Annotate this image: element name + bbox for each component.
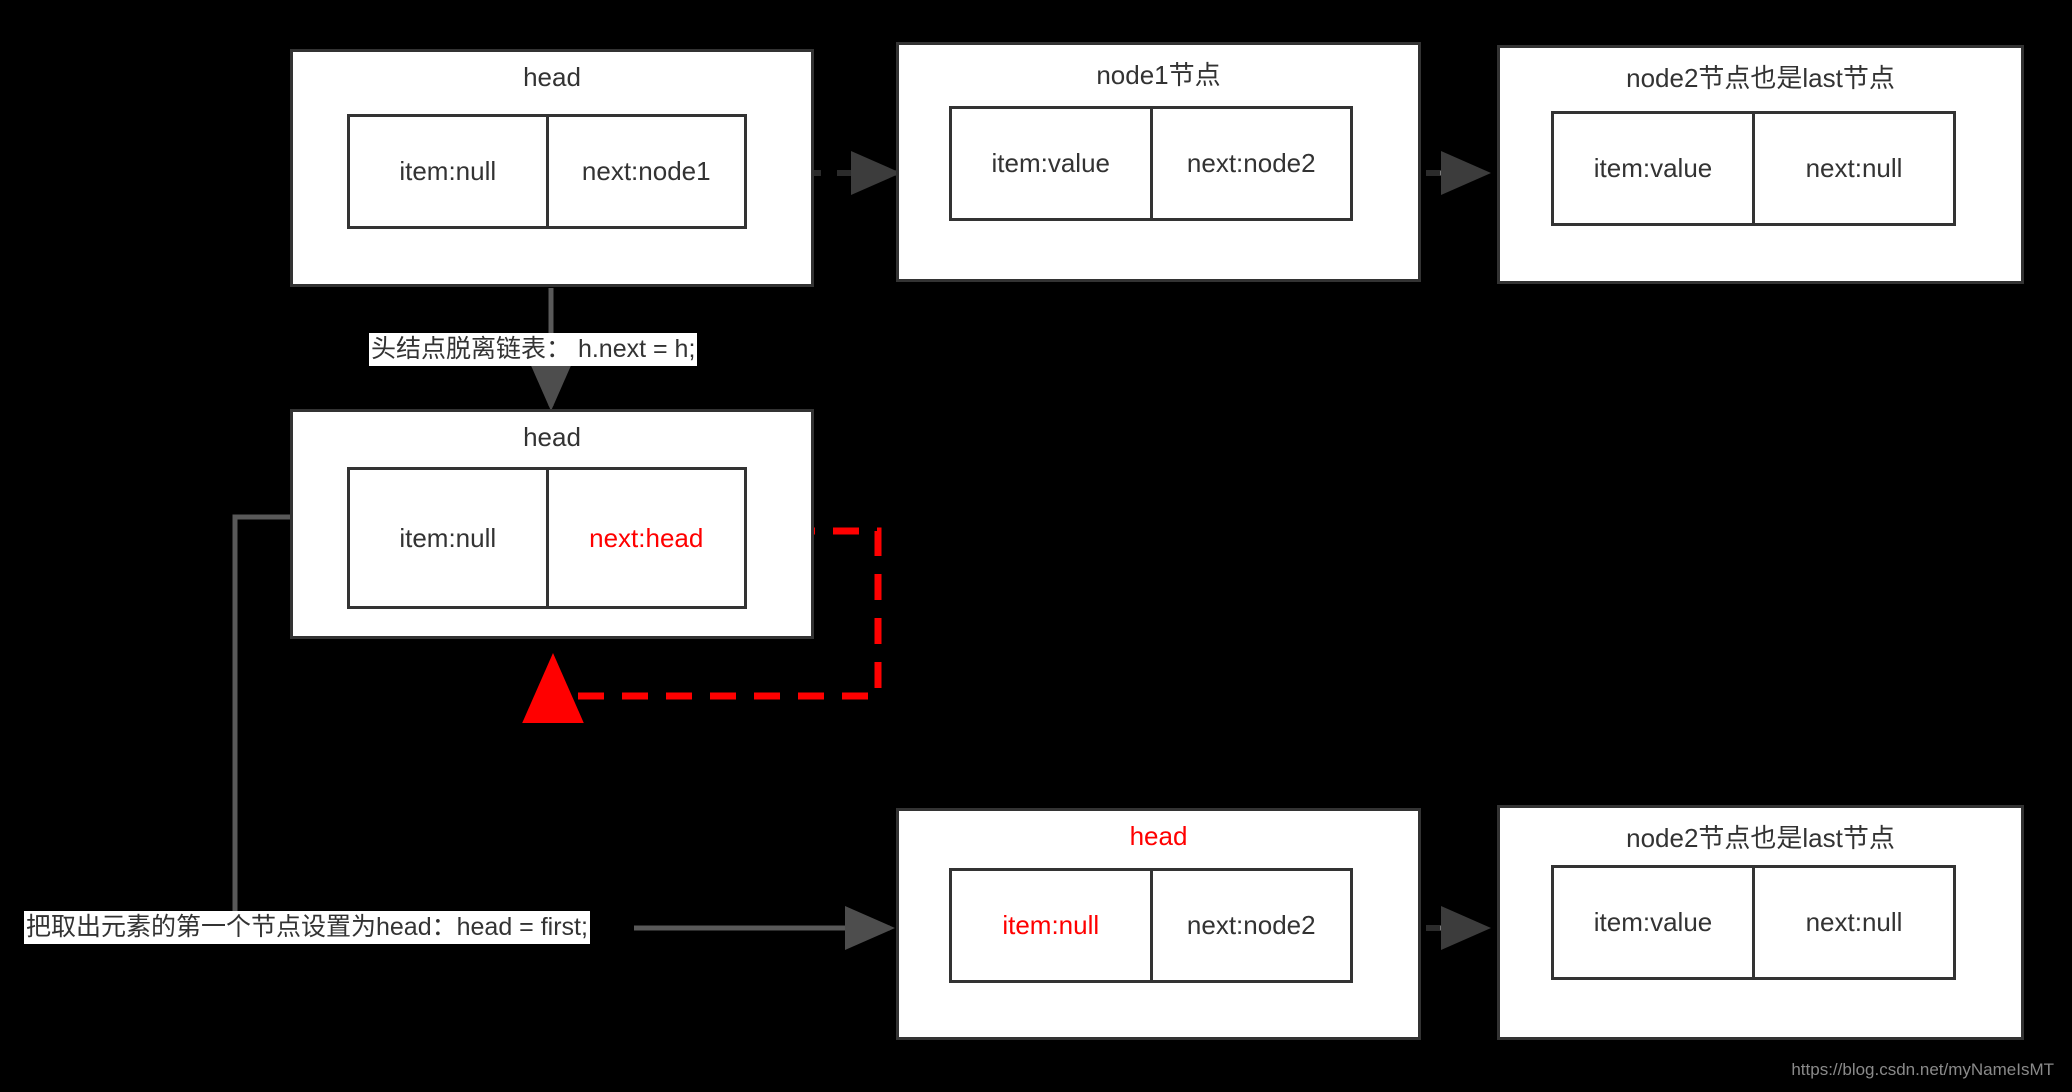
node-box-head-before[interactable]: head item:null next:node1 <box>290 49 814 287</box>
node-box-node2-bottom[interactable]: node2节点也是last节点 item:value next:null <box>1497 805 2024 1040</box>
cell-item-head-new: item:null <box>1002 910 1100 940</box>
node-title-head-after: head <box>523 422 581 452</box>
node-cells-node2-top: item:value next:null <box>1551 111 1956 226</box>
cell-next-node2-top: next:null <box>1752 114 1953 223</box>
cell-item-node1: item:value <box>991 148 1111 178</box>
annotation-detach-head: 头结点脱离链表： h.next = h; <box>369 333 698 367</box>
node-cells-head-before: item:null next:node1 <box>347 114 747 229</box>
node-box-node1[interactable]: node1节点 item:value next:node2 <box>896 42 1421 282</box>
node-title-head-before: head <box>523 62 581 92</box>
node-cells-head-new: item:null next:node2 <box>949 868 1353 983</box>
node-box-node2-top[interactable]: node2节点也是last节点 item:value next:null <box>1497 45 2024 284</box>
watermark: https://blog.csdn.net/myNameIsMT <box>1791 1060 2054 1079</box>
cell-next-head-after: next:head <box>545 470 745 606</box>
cell-item-head-before: item:null <box>399 156 497 186</box>
node-cells-head-after: item:null next:head <box>347 467 747 609</box>
node-box-head-new[interactable]: head item:null next:node2 <box>896 808 1421 1040</box>
cell-next-node2-bottom: next:null <box>1752 868 1953 977</box>
node-box-head-after[interactable]: head item:null next:head <box>290 409 814 639</box>
cell-next-head-new: next:node2 <box>1149 871 1351 980</box>
node-cells-node1: item:value next:node2 <box>949 106 1353 221</box>
cell-next-head-before: next:node1 <box>545 117 745 226</box>
node-title-head-new: head <box>1129 821 1188 851</box>
cell-next-node1: next:node2 <box>1149 109 1351 218</box>
node-title-node1: node1节点 <box>1096 60 1221 90</box>
node-title-node2-bottom: node2节点也是last节点 <box>1626 823 1895 853</box>
cell-item-node2-bottom: item:value <box>1593 907 1713 937</box>
cell-item-node2-top: item:value <box>1593 153 1713 183</box>
annotation-set-first-as-head: 把取出元素的第一个节点设置为head：head = first; <box>24 911 590 945</box>
cell-item-head-after: item:null <box>399 522 497 553</box>
node-cells-node2-bottom: item:value next:null <box>1551 865 1956 980</box>
node-title-node2-top: node2节点也是last节点 <box>1626 63 1895 93</box>
